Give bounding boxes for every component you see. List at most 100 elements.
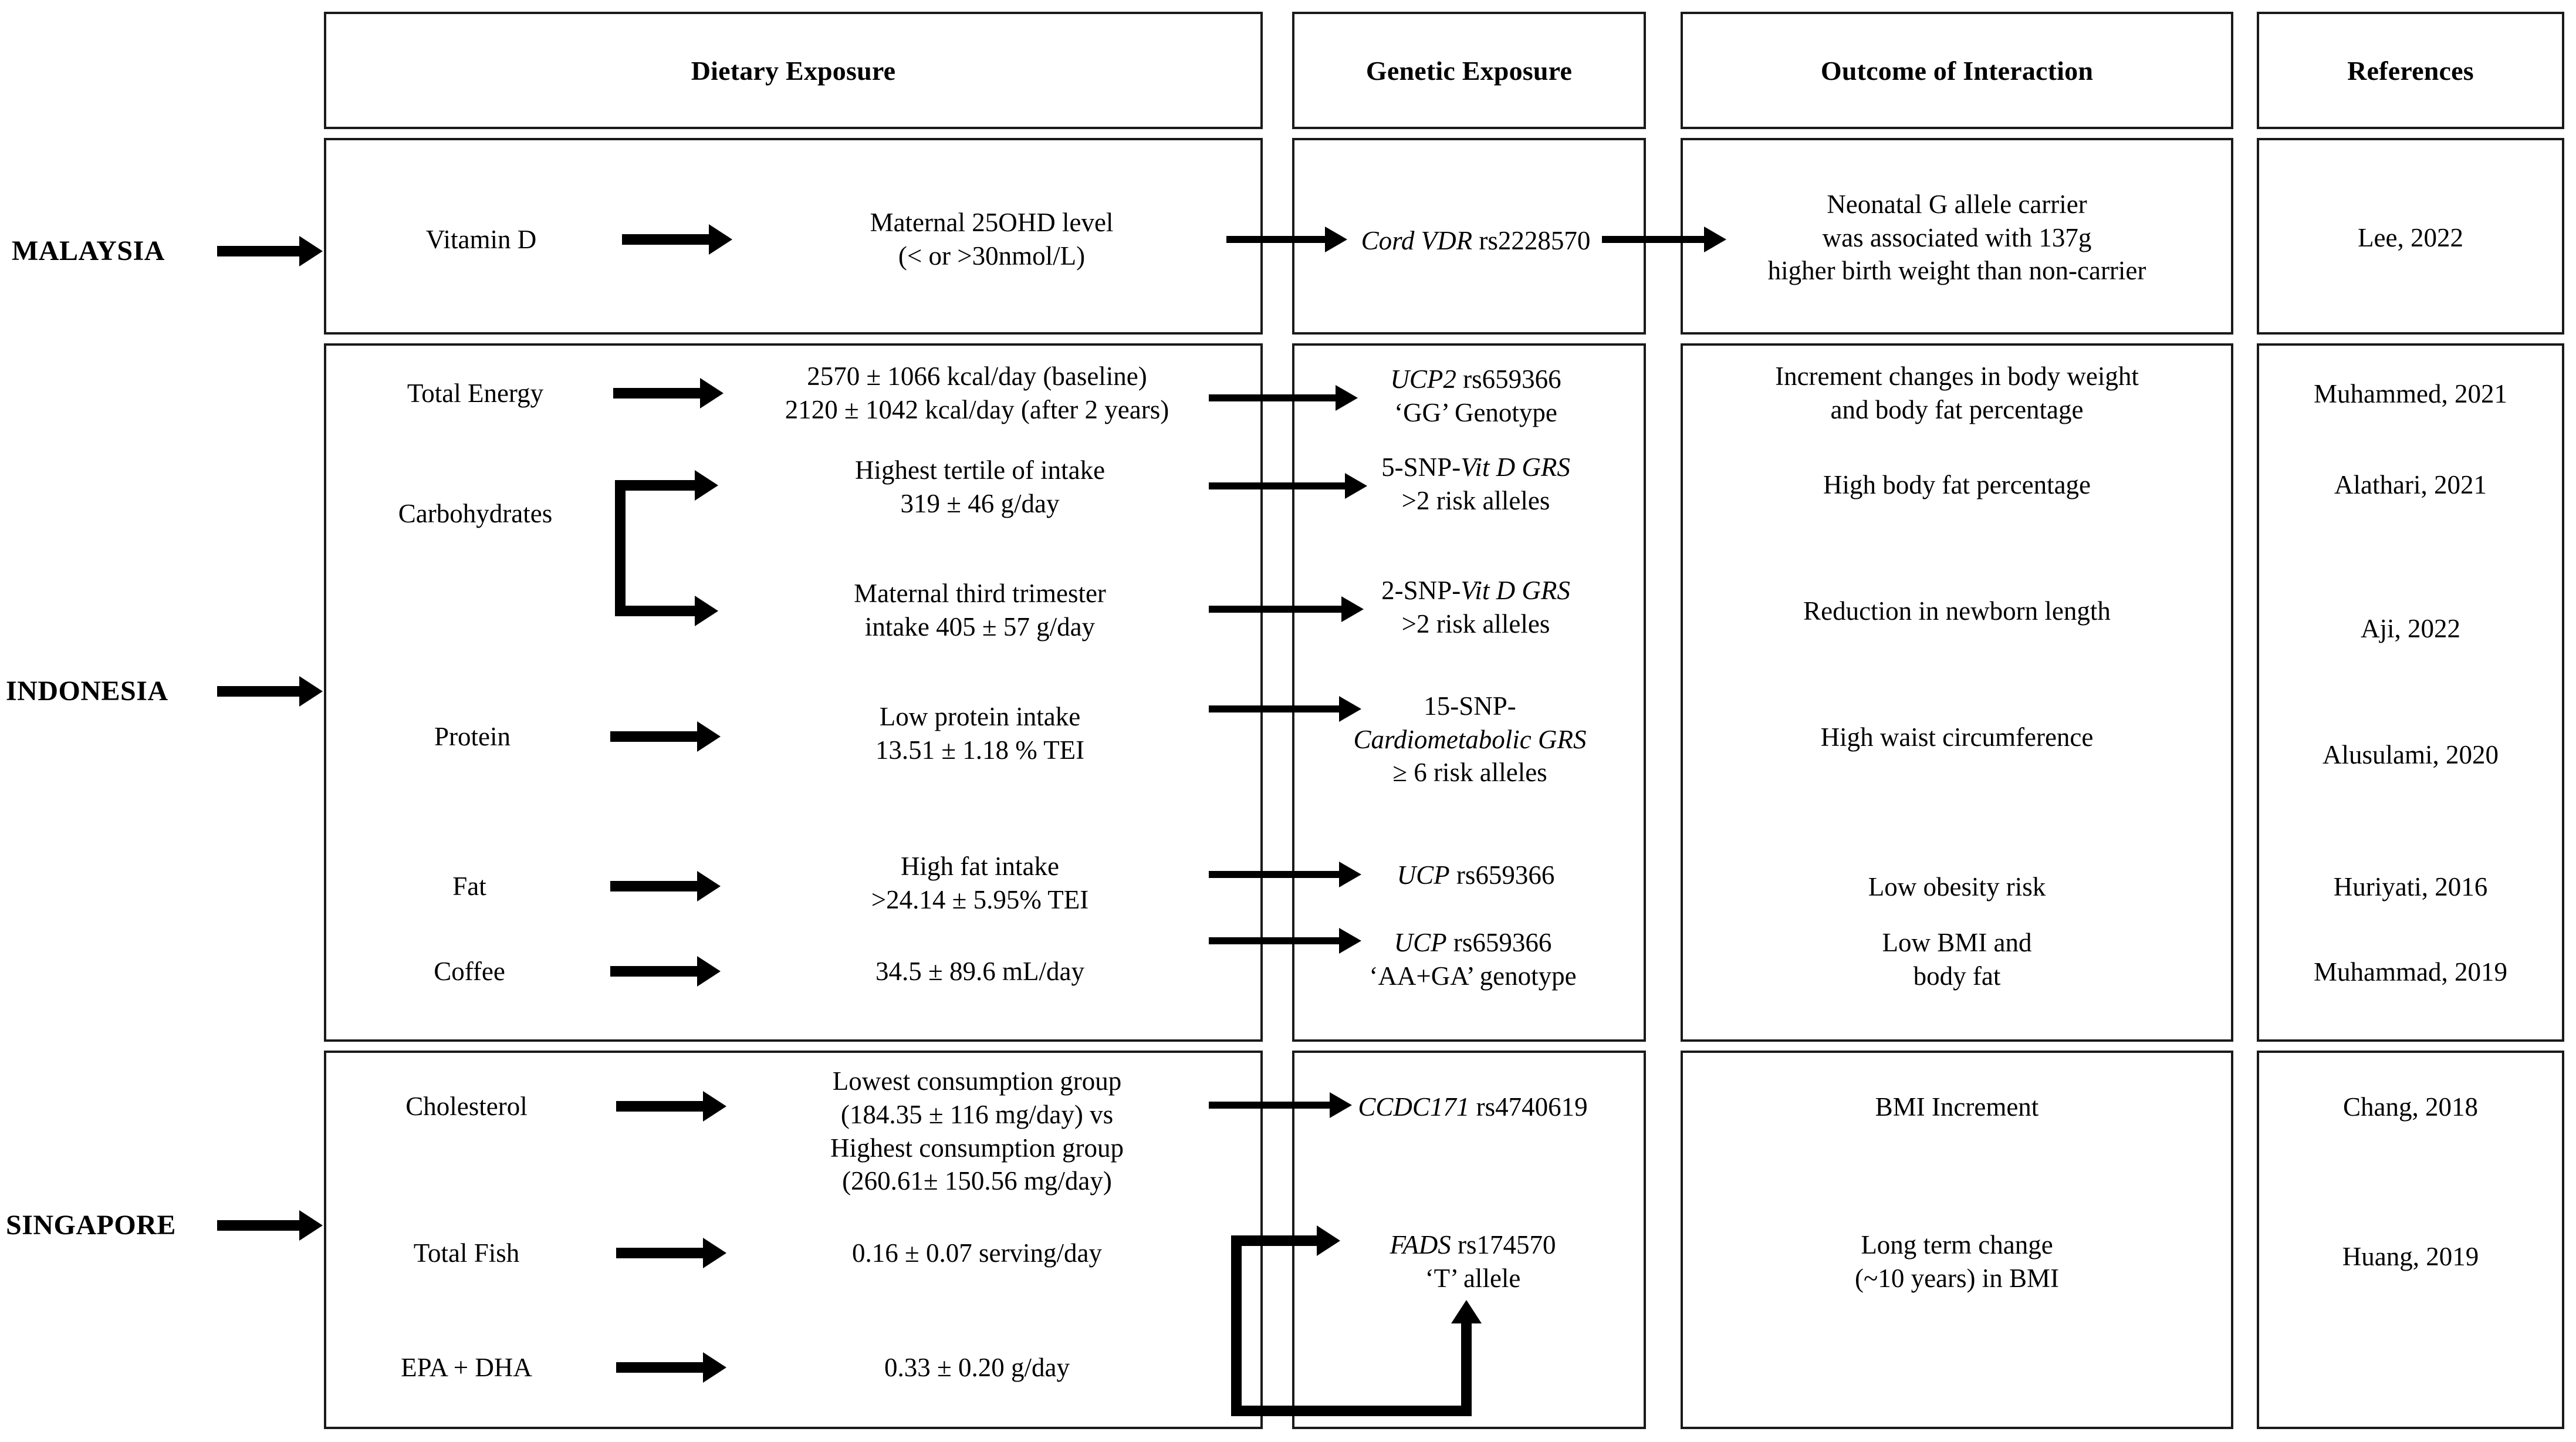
exposure-label-protein: Protein [434, 721, 511, 751]
genetic-2snp-vitd-grs: 2-SNP-Vit D GRS >2 risk alleles [1314, 569, 1637, 646]
exposure-label-carbohydrates: Carbohydrates [398, 498, 553, 528]
branch-top-arrowhead-carbohydrates [695, 470, 718, 501]
genetic-ccdc171-rs4740619: CCDC171 rs4740619 [1303, 1089, 1643, 1125]
gene-symbol-italic: UCP2 [1390, 364, 1456, 394]
header-box-references [2257, 12, 2564, 129]
reference-aji-2022: Aji, 2022 [2360, 613, 2460, 643]
arrow-country-indonesia [217, 675, 323, 708]
genetic-line-1: 15-SNP- [1424, 691, 1516, 721]
detail-carbohydrates-third-trimester: Maternal third trimester intake 405 ± 57… [854, 579, 1106, 641]
header-box-genetic-exposure [1292, 12, 1646, 129]
branch-bottom-arrowhead-carbohydrates [695, 596, 718, 626]
arrow-exposure-vitamin-d [622, 223, 733, 256]
arrow-exposure-cholesterol [616, 1090, 728, 1123]
singapore-references-box [2257, 1051, 2564, 1429]
merge-top-arrowhead-fish [1317, 1225, 1340, 1256]
arrow-dietary-to-genetic-coffee [1209, 924, 1364, 957]
genetic-line-2: >2 risk alleles [1401, 486, 1550, 515]
country-label-indonesia: INDONESIA [6, 676, 168, 707]
arrow-exposure-epa-dha [616, 1351, 728, 1384]
genetic-line-1: FADS rs174570 [1390, 1228, 1556, 1262]
reference-muhammed-2021: Muhammed, 2021 [2314, 379, 2507, 408]
genetic-line-2: Cardiometabolic GRS [1353, 724, 1587, 754]
arrow-dietary-to-genetic-total-energy [1209, 381, 1361, 414]
country-label-malaysia: MALAYSIA [12, 235, 165, 266]
gene-prefix: 2-SNP- [1381, 576, 1461, 606]
arrow-dietary-to-genetic-protein [1209, 693, 1364, 725]
gene-symbol-italic: Cord VDR [1361, 225, 1473, 255]
genetic-line-2: ‘AA+GA’ genotype [1369, 961, 1577, 991]
exposure-label-vitamin-d: Vitamin D [425, 224, 537, 254]
arrow-country-malaysia [217, 235, 323, 268]
header-label-outcome-of-interaction: Outcome of Interaction [1820, 55, 2094, 86]
branch-top-segment-carbohydrates [615, 480, 697, 491]
arrow-exposure-total-fish [616, 1237, 728, 1269]
genetic-line-3: ≥ 6 risk alleles [1392, 758, 1547, 788]
gene-symbol-italic: Vit D GRS [1461, 452, 1570, 482]
genetic-ucp2-rs659366-gg: UCP2 rs659366 ‘GG’ Genotype [1314, 358, 1637, 434]
outcome-high-waist-circumference: High waist circumference [1820, 722, 2094, 752]
exposure-label-cholesterol: Cholesterol [405, 1091, 528, 1121]
singapore-outcome-box [1681, 1051, 2233, 1429]
detail-cholesterol: Lowest consumption group (184.35 ± 116 m… [830, 1066, 1124, 1196]
exposure-label-coffee: Coffee [434, 956, 505, 986]
outcome-low-bmi-body-fat: Low BMI and body fat [1882, 928, 2032, 991]
detail-carbohydrates-highest-tertile: Highest tertile of intake 319 ± 46 g/day [854, 455, 1106, 518]
genetic-line-2: ‘GG’ Genotype [1394, 398, 1557, 427]
outcome-high-body-fat-percentage: High body fat percentage [1823, 470, 2091, 499]
outcome-reduction-newborn-length: Reduction in newborn length [1803, 596, 2111, 626]
header-box-dietary-exposure [324, 12, 1263, 129]
outcome-malaysia-lee-2022: Neonatal G allele carrier was associated… [1767, 189, 2146, 286]
outcome-low-obesity-risk: Low obesity risk [1868, 872, 2046, 901]
gene-rsid: rs659366 [1456, 364, 1561, 394]
genetic-line-1: 2-SNP-Vit D GRS [1381, 574, 1570, 607]
arrow-exposure-protein [610, 720, 722, 753]
exposure-label-total-fish: Total Fish [413, 1238, 520, 1268]
merge-up-arrowhead-epa [1451, 1300, 1482, 1323]
gene-symbol-italic: UCP [1397, 860, 1450, 890]
indonesia-outcome-box [1681, 343, 2233, 1042]
gene-symbol-italic: Vit D GRS [1461, 576, 1570, 606]
genetic-line-1: UCP rs659366 [1397, 859, 1555, 892]
arrow-exposure-total-energy [613, 377, 725, 410]
detail-epa-dha: 0.33 ± 0.20 g/day [884, 1352, 1070, 1382]
reference-huriyati-2016: Huriyati, 2016 [2333, 872, 2488, 901]
gene-symbol-italic: FADS [1390, 1230, 1451, 1260]
genetic-15snp-cardiometabolic-grs: 15-SNP- Cardiometabolic GRS ≥ 6 risk all… [1300, 681, 1640, 798]
genetic-cord-vdr-rs2228570: Cord VDR rs2228570 [1311, 205, 1640, 276]
outcome-increment-body-weight-fat: Increment changes in body weight and bod… [1775, 362, 2139, 424]
genetic-5snp-vitd-grs: 5-SNP-Vit D GRS >2 risk alleles [1314, 446, 1637, 522]
genetic-line-1: UCP rs659366 [1394, 926, 1552, 960]
country-label-singapore: SINGAPORE [6, 1210, 176, 1241]
detail-protein: Low protein intake 13.51 ± 1.18 % TEI [875, 702, 1085, 765]
reference-alusulami-2020: Alusulami, 2020 [2323, 739, 2499, 769]
detail-fat: High fat intake >24.14 ± 5.95% TEI [871, 852, 1089, 914]
indonesia-genetic-box [1292, 343, 1646, 1042]
gene-rsid: rs659366 [1449, 860, 1555, 890]
genetic-line-1: Cord VDR rs2228570 [1361, 224, 1591, 258]
branch-vertical-bar-carbohydrates [615, 480, 626, 616]
arrow-dietary-to-genetic-carbohydrates-1 [1209, 470, 1370, 502]
reference-chang-2018: Chang, 2018 [2343, 1092, 2478, 1122]
genetic-ucp-rs659366-aa-ga: UCP rs659366 ‘AA+GA’ genotype [1306, 921, 1640, 998]
arrow-dietary-to-genetic-cholesterol [1209, 1089, 1355, 1122]
gene-prefix: 5-SNP- [1381, 452, 1461, 482]
header-label-dietary-exposure: Dietary Exposure [691, 55, 896, 86]
detail-total-fish: 0.16 ± 0.07 serving/day [852, 1238, 1102, 1268]
indonesia-dietary-box [324, 343, 1263, 1042]
arrow-dietary-to-genetic-carbohydrates-2 [1209, 593, 1367, 626]
branch-bottom-segment-carbohydrates [615, 606, 697, 616]
gene-rsid: rs4740619 [1469, 1092, 1588, 1122]
genetic-fads-rs174570-t-allele: FADS rs174570 ‘T’ allele [1306, 1224, 1640, 1300]
exposure-label-epa-dha: EPA + DHA [401, 1352, 532, 1382]
header-label-genetic-exposure: Genetic Exposure [1365, 55, 1573, 86]
detail-total-energy: 2570 ± 1066 kcal/day (baseline) 2120 ± 1… [785, 362, 1169, 424]
merge-vertical-bar-fish [1231, 1235, 1242, 1416]
header-label-references: References [2347, 55, 2474, 86]
reference-muhammad-2019: Muhammad, 2019 [2314, 957, 2507, 987]
header-box-outcome-of-interaction [1681, 12, 2233, 129]
arrow-exposure-coffee [610, 955, 722, 988]
arrow-dietary-to-genetic-fat [1209, 858, 1364, 891]
arrow-exposure-fat [610, 870, 722, 903]
genetic-ucp-rs659366: UCP rs659366 [1314, 857, 1637, 893]
